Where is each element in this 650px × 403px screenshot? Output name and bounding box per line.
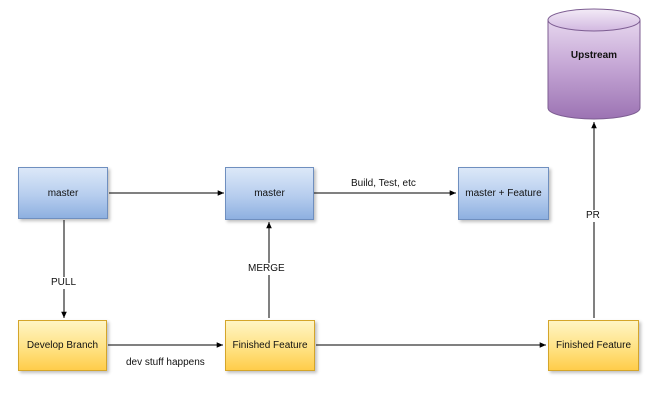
- node-master-feature: master + Feature: [458, 167, 549, 220]
- node-master-center: master: [225, 167, 314, 220]
- node-develop-branch: Develop Branch: [18, 320, 107, 371]
- upstream-label: Upstream: [570, 50, 618, 61]
- node-finished-feature-center: Finished Feature: [225, 320, 315, 371]
- label-merge: MERGE: [246, 263, 287, 275]
- label-pr: PR: [584, 210, 602, 222]
- label-dev-stuff: dev stuff happens: [124, 357, 207, 369]
- upstream-database: [547, 8, 641, 120]
- node-master-left: master: [18, 167, 108, 219]
- node-finished-feature-right: Finished Feature: [548, 320, 639, 371]
- label-build-test: Build, Test, etc: [349, 178, 418, 190]
- label-pull: PULL: [49, 277, 79, 289]
